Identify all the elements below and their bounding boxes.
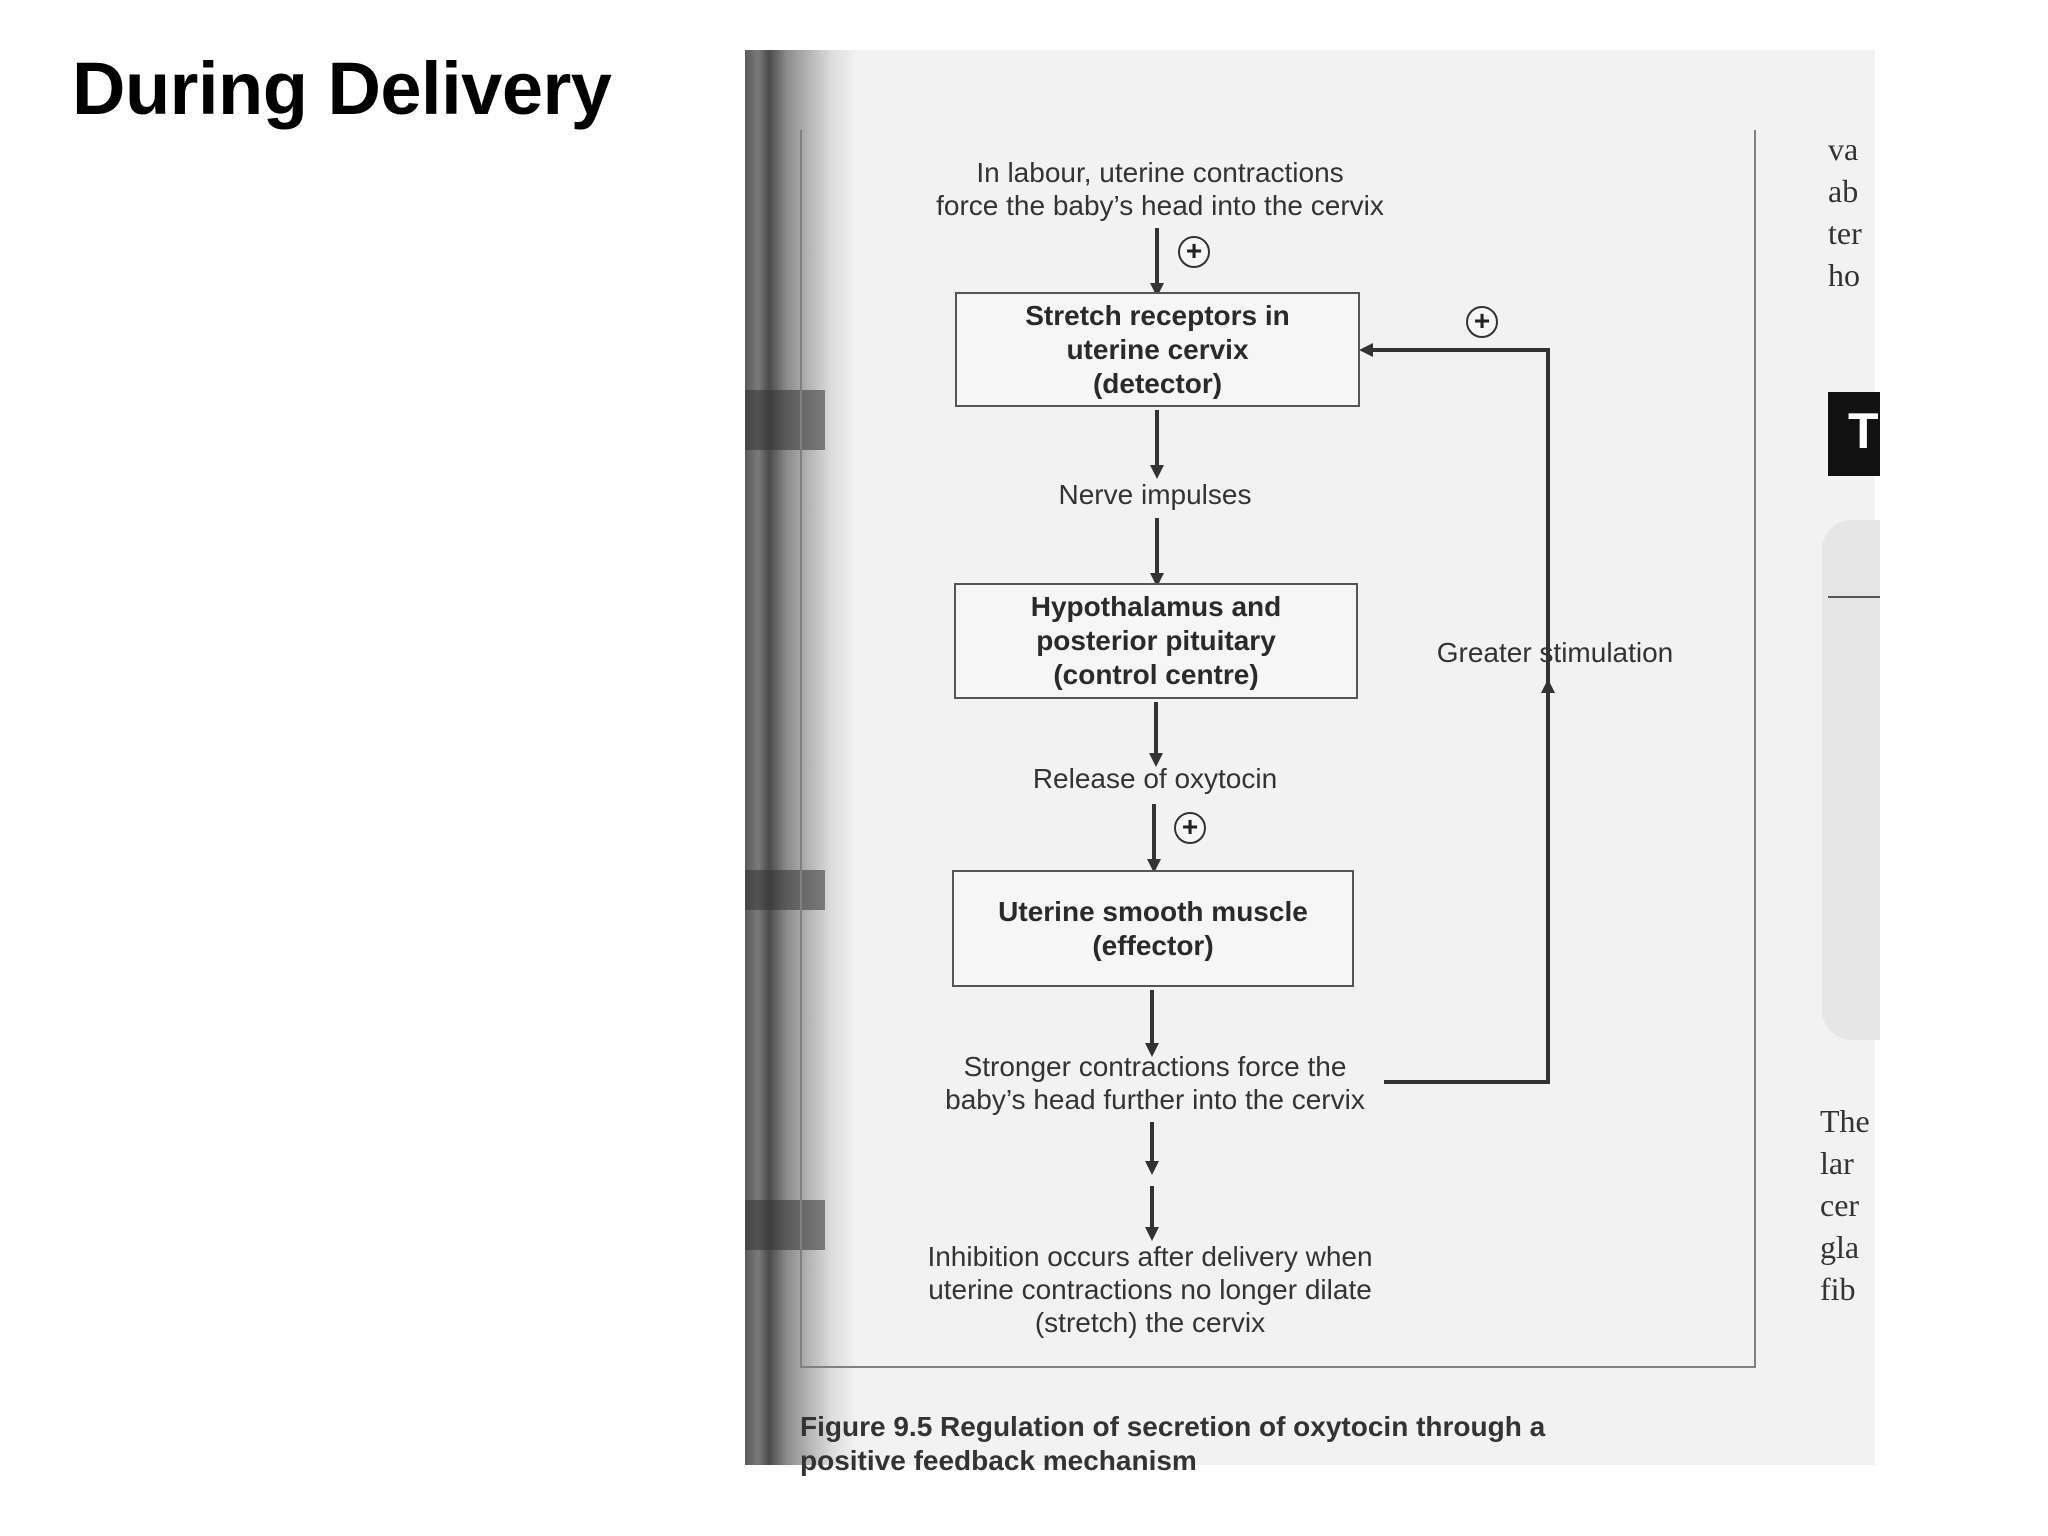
clipped-page-text-bottom: The lar cer gla fib — [1820, 1100, 1880, 1310]
clipped-text-fragment: ab — [1828, 173, 1859, 209]
clipped-panel-rule — [1828, 596, 1880, 598]
figure-caption: Figure 9.5 Regulation of secretion of ox… — [800, 1411, 1546, 1476]
clipped-text-fragment: ho — [1828, 257, 1860, 293]
clipped-text-fragment: The — [1820, 1103, 1870, 1139]
plus-sign-icon: + — [1174, 812, 1206, 844]
clipped-text-fragment: fib — [1820, 1271, 1856, 1307]
scanned-figure — [745, 50, 1875, 1465]
start-text: In labour, uterine contractions force th… — [936, 157, 1384, 221]
effector-box: Uterine smooth muscle (effector) — [952, 870, 1354, 987]
nerve-impulses-label: Nerve impulses — [1058, 479, 1252, 510]
slide-title: During Delivery — [72, 47, 612, 130]
clipped-text-fragment: gla — [1820, 1229, 1860, 1265]
clipped-heading-glyph: T — [1848, 403, 1879, 459]
clipped-side-panel — [1822, 520, 1880, 1040]
release-of-oxytocin-label: Release of oxytocin — [1032, 763, 1278, 794]
spine-shadow-band — [745, 1200, 825, 1250]
greater-stimulation-label: Greater stimulation — [1436, 637, 1674, 668]
diagram-frame — [800, 130, 1756, 1368]
clipped-page-text-top: va ab ter ho — [1828, 128, 1880, 296]
feedback-loop-arrow — [1359, 343, 1550, 1084]
spine-shadow-band — [745, 870, 825, 910]
plus-sign-icon: + — [1466, 306, 1498, 338]
clipped-text-fragment: lar — [1820, 1145, 1854, 1181]
response-text: Stronger contractions force the baby’s h… — [945, 1051, 1365, 1115]
clipped-text-fragment: ter — [1828, 215, 1862, 251]
clipped-heading-block — [1828, 392, 1880, 476]
inhibition-text: Inhibition occurs after delivery when ut… — [927, 1241, 1373, 1338]
detector-box: Stretch receptors in uterine cervix (det… — [955, 292, 1360, 407]
clipped-text-fragment: cer — [1820, 1187, 1860, 1223]
clipped-text-fragment: va — [1828, 131, 1859, 167]
spine-shadow-band — [745, 390, 825, 450]
plus-sign-icon: + — [1178, 236, 1210, 268]
control-centre-box: Hypothalamus and posterior pituitary (co… — [954, 583, 1358, 699]
